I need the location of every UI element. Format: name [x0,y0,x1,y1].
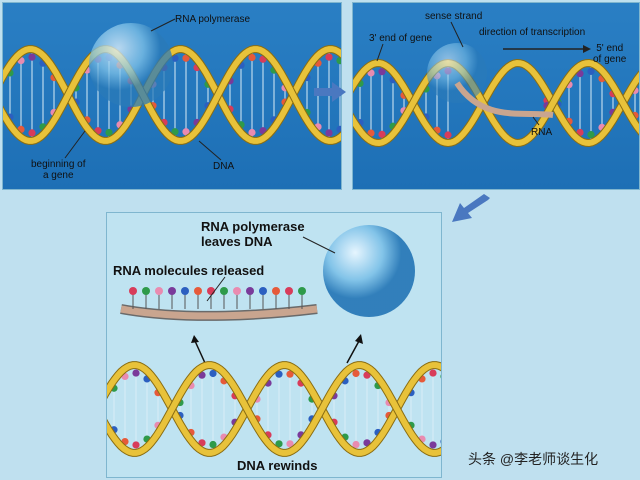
nucleotide-base [182,128,190,136]
nucleotide-base [440,374,441,379]
nucleotide-base [28,129,36,137]
up-arrow-head [191,335,199,343]
up-arrow-line [346,340,360,364]
nucleotide-base [325,53,333,61]
label-dna-rewinds: DNA rewinds [237,458,318,473]
panel-initiation: RNA polymerase beginning of a gene DNA [2,2,342,190]
leader-line [532,116,540,126]
rna-base [194,287,202,295]
up-arrow-line [194,340,206,364]
backbone-strand [3,46,341,144]
nucleotide-base [587,67,595,75]
backbone-strand [107,362,441,456]
rna-base [259,287,267,295]
nucleotide-base [352,369,360,378]
leader-line [206,276,226,302]
rna-polymerase-shape [323,225,415,317]
label-sense-strand: sense strand [425,11,483,22]
backbone-strand [353,59,639,147]
panel-elongation: sense strand 3' end of gene direction of… [352,2,640,190]
label-rna: RNA [531,127,553,138]
nucleotide-base [132,441,140,449]
rna-base [207,287,215,295]
label-five-prime-end: 5' end of gene [593,43,626,65]
nucleotide-base [440,439,441,444]
nucleotide-base [352,440,360,449]
nucleotide-base [286,440,294,448]
watermark-text: 头条 @李老师谈生化 [468,451,599,467]
rna-base [129,287,137,295]
rna-base [168,287,176,295]
label-rna-polymerase: RNA polymerase [175,14,251,25]
rna-base [298,287,306,295]
dna-helix-panel3 [107,225,441,457]
rna-base [181,287,189,295]
label-leaves-line2: leaves DNA [201,234,273,249]
nucleotide-base [209,440,217,449]
rna-base [246,287,254,295]
nucleotide-base [209,369,217,378]
label-five-prime-line1: 5' end [596,43,624,54]
down-left-arrow-icon [452,194,490,222]
label-rna-molecules-released: RNA molecules released [113,263,265,278]
label-polymerase-leaves-dna: RNA polymerase leaves DNA [201,219,305,249]
leader-line [150,18,176,32]
label-beginning-line1: beginning of [31,159,86,170]
dna-helix-panel1 [3,18,341,161]
leader-line [198,140,222,161]
label-beginning-line2: a gene [42,170,74,181]
rna-base [233,287,241,295]
nucleotide-base [336,125,341,134]
nucleotide-base [587,131,595,139]
backbone-strand [107,362,441,456]
label-direction-of-transcription: direction of transcription [479,27,586,38]
backbone-strand [3,46,341,144]
rna-polymerase-shape [427,43,487,103]
up-arrow-head [355,334,363,344]
backbone-strand [353,59,639,147]
rna-strand [120,305,318,320]
nucleotide-base [378,130,386,138]
nucleotide-base [429,369,437,377]
nucleotide-base [105,128,113,137]
rna-polymerase-shape [89,23,173,107]
direction-arrow-head [583,45,591,53]
nucleotide-base [336,56,341,65]
rna-base [142,287,150,295]
nucleotide-base [248,128,256,137]
nucleotide-base [28,53,36,61]
label-leaves-line1: RNA polymerase [201,219,305,234]
label-beginning-of-gene: beginning of a gene [31,159,86,181]
rna-base [155,287,163,295]
label-five-prime-line2: of gene [593,54,627,65]
nucleotide-base [171,128,179,136]
nucleotide-base [444,131,452,139]
nucleotide-base [248,53,256,62]
dna-helix-panel2 [353,21,639,148]
leader-line [376,43,384,62]
nucleotide-base [286,370,294,378]
nucleotide-base [325,129,333,137]
nucleotide-base [378,68,386,76]
label-dna: DNA [213,161,235,172]
leader-line [450,21,464,48]
leader-line [64,130,86,159]
right-arrow-icon [314,82,346,102]
rna-base [272,287,280,295]
leader-line [302,236,336,254]
nucleotide-base [182,54,190,62]
nucleotide-base [275,440,283,448]
panel-termination: RNA polymerase leaves DNA RNA molecules … [106,212,442,478]
rna-base [285,287,293,295]
nucleotide-base [429,441,437,449]
rna-strand [454,81,554,118]
nucleotide-base [132,369,140,377]
rna-base [220,287,228,295]
nucleotide-base [171,54,179,62]
nucleotide-base [275,370,283,378]
label-three-prime-end: 3' end of gene [369,33,433,44]
